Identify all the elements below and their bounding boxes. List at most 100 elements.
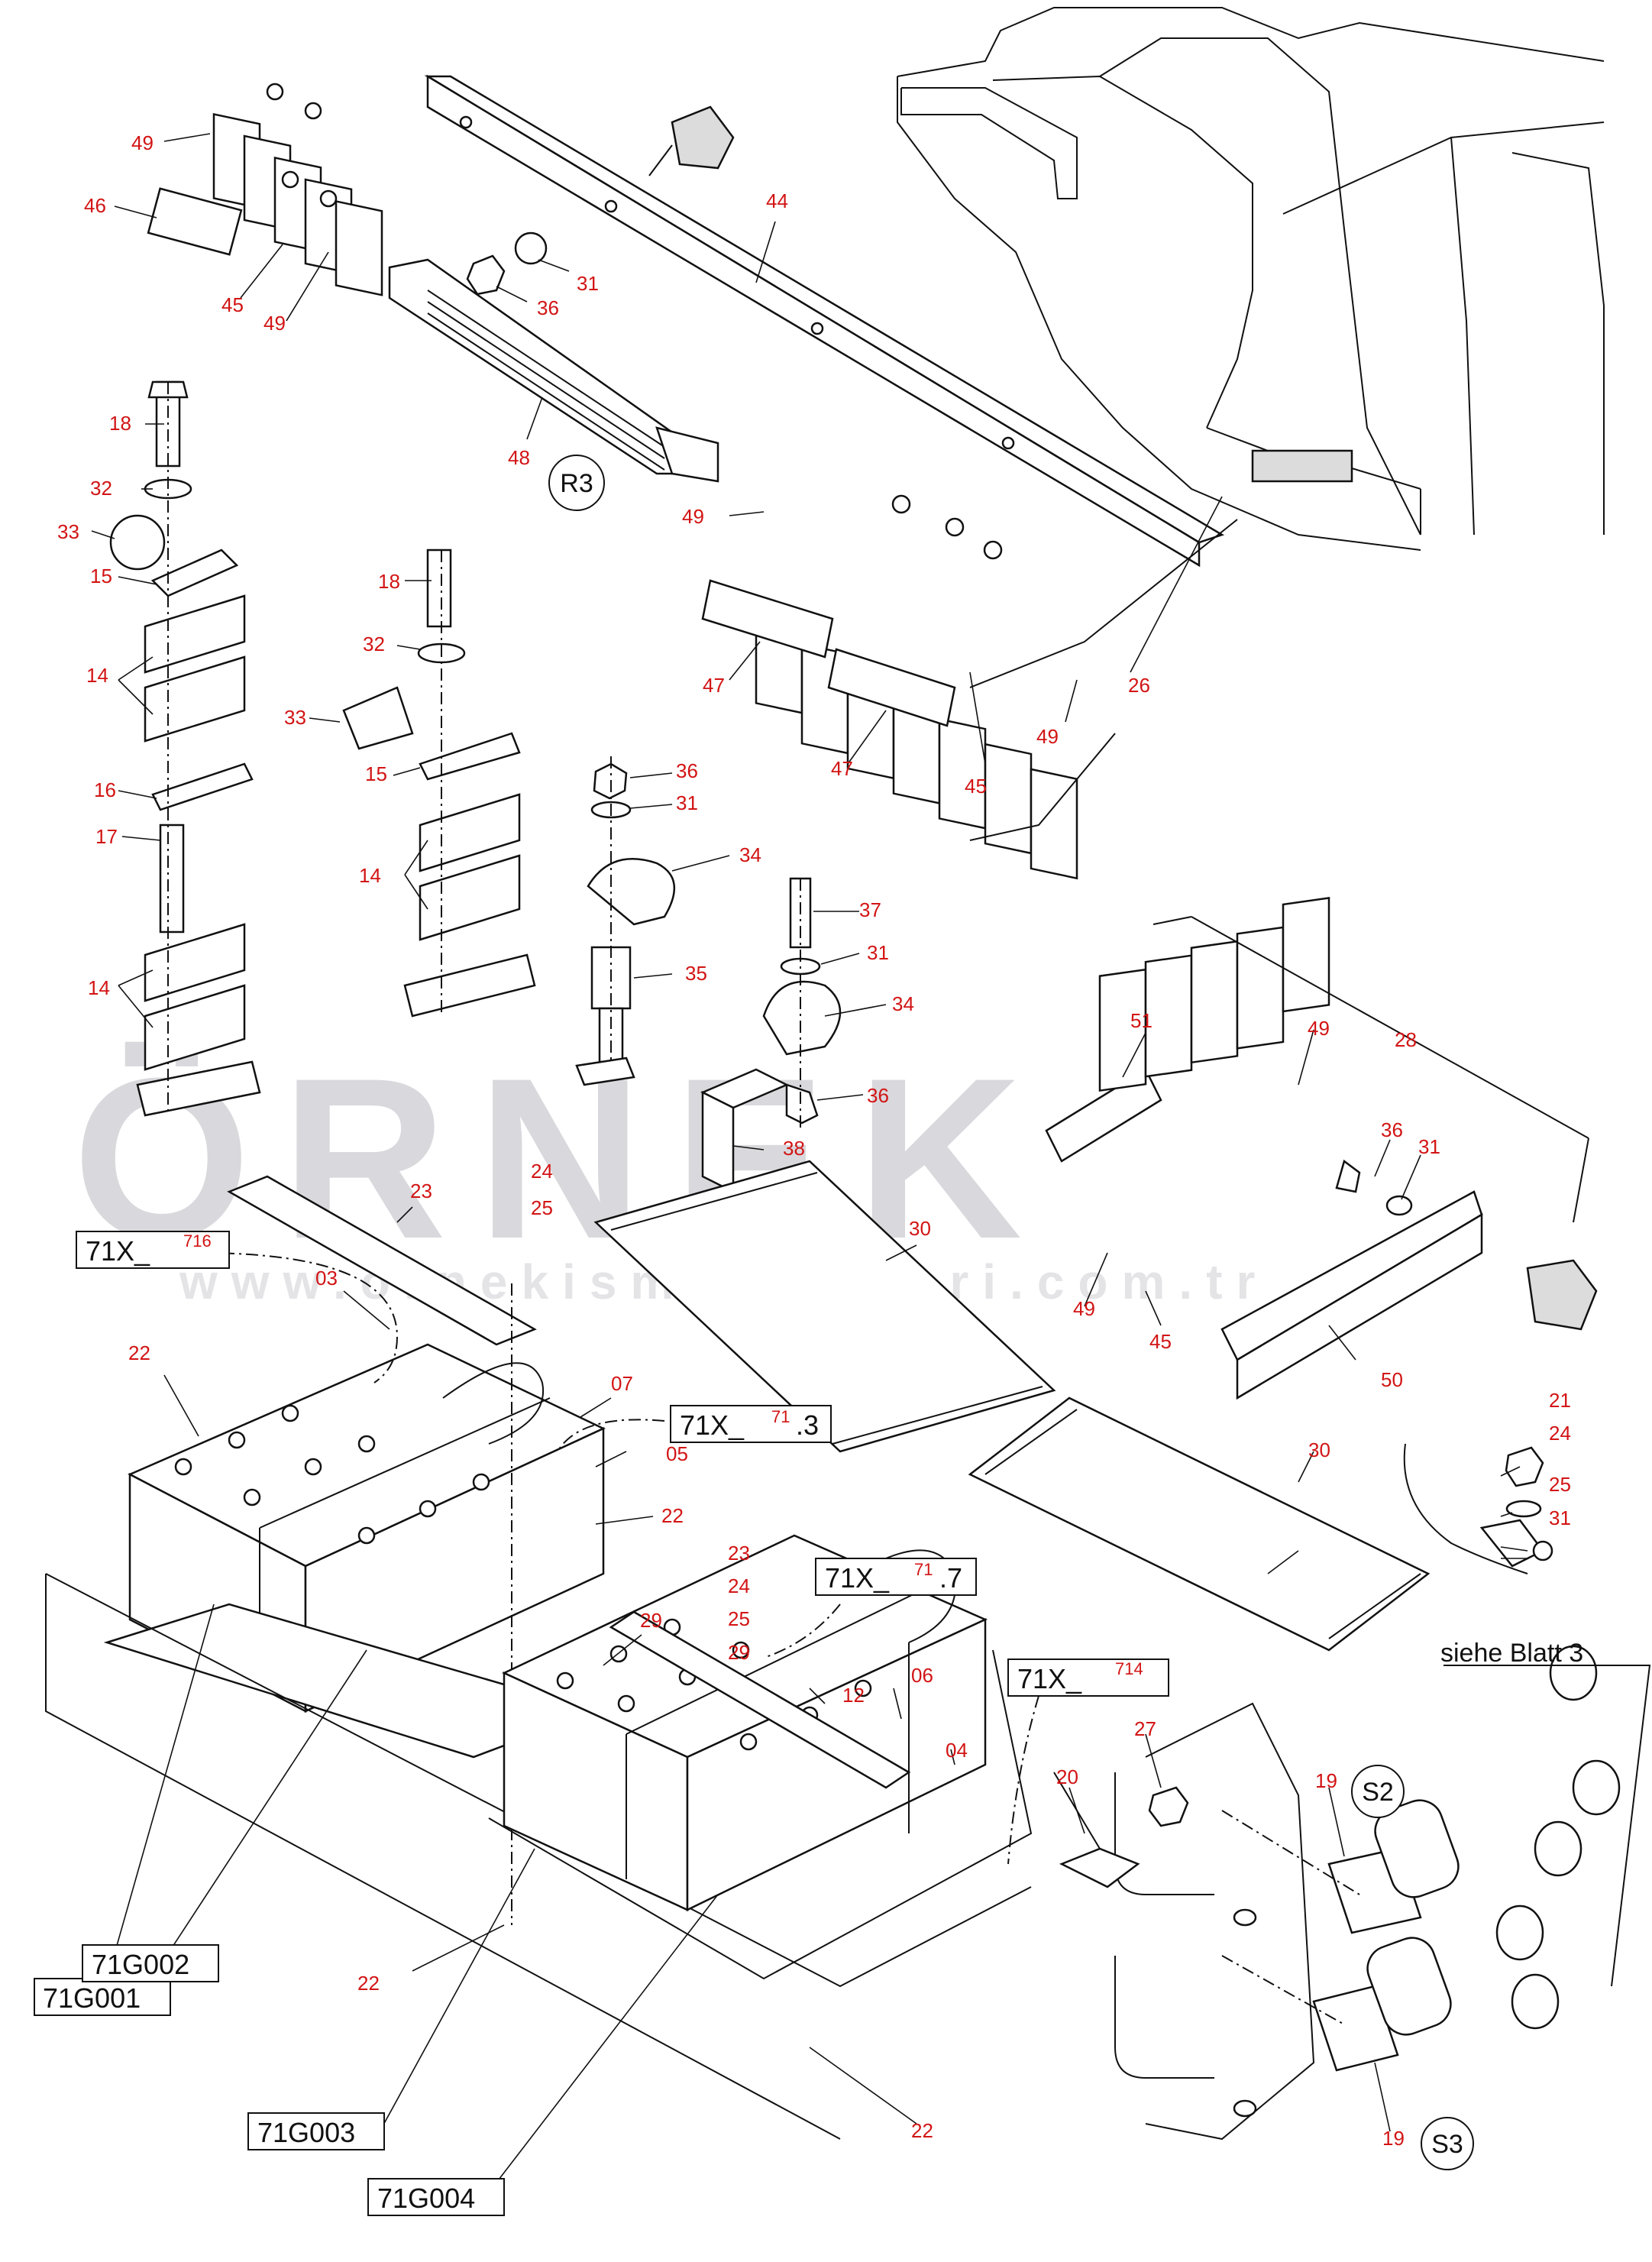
thumb-screw-knob-top: [648, 105, 735, 176]
solenoid-s2: [1327, 1645, 1621, 1934]
callout-19-a: 19: [1315, 1769, 1337, 1792]
callout-48: 48: [508, 446, 530, 469]
callout-44: 44: [766, 189, 788, 212]
box-label-71g004: 71G004: [367, 2178, 505, 2216]
callout-29-b: 29: [728, 1641, 750, 1664]
wire-717: [763, 1603, 841, 1658]
clamp-stack-left: [109, 380, 261, 1117]
callout-45-a: 45: [221, 293, 244, 316]
callout-33-a: 33: [57, 520, 79, 543]
circle-label-s2: S2: [1351, 1765, 1405, 1818]
callout-22-b: 22: [661, 1504, 684, 1527]
callout-46: 46: [84, 194, 106, 217]
wire-714: [1007, 1695, 1039, 1865]
solenoid-mount-plate: [1053, 1702, 1315, 2141]
din-rail-44: [424, 74, 1224, 568]
callout-24-a: 24: [531, 1160, 553, 1183]
box-label-71g001: 71G001: [34, 1978, 171, 2016]
svg-text:71G002: 71G002: [92, 1949, 189, 1980]
callout-25-c: 25: [728, 1607, 750, 1630]
box-label-71x-716: 71X_ 716: [76, 1231, 230, 1269]
callout-36-b: 36: [676, 759, 698, 782]
callout-23-a: 23: [410, 1180, 432, 1202]
svg-text:71X_: 71X_: [1017, 1663, 1082, 1694]
svg-text:714: 714: [1115, 1659, 1143, 1678]
note-siehe-blatt: siehe Blatt 3: [1440, 1639, 1583, 1668]
callout-31-d: 31: [1418, 1135, 1440, 1158]
callout-47-b: 47: [831, 757, 853, 780]
svg-text:716: 716: [183, 1231, 212, 1251]
terminal-block-group-right: [1045, 897, 1598, 1400]
callout-14-a: 14: [86, 664, 108, 687]
box-label-71x-717: 71X_ 71 .7: [815, 1558, 977, 1596]
resistor-bracket-48: [388, 258, 719, 483]
svg-text:71G001: 71G001: [43, 1982, 141, 2014]
jumper-plate-47a: [701, 579, 834, 659]
callout-23-b: 23: [728, 1542, 750, 1565]
box-label-71g002: 71G002: [82, 1944, 219, 1982]
callout-27: 27: [1134, 1717, 1156, 1740]
callout-45-b: 45: [965, 775, 987, 798]
callout-50: 50: [1381, 1368, 1403, 1391]
center-hardware: [575, 756, 842, 1194]
callout-31-e: 31: [1549, 1506, 1571, 1529]
leader-lines: [91, 133, 1528, 2193]
wire-716: [198, 1252, 399, 1383]
svg-text:71G003: 71G003: [257, 2117, 355, 2148]
callout-37: 37: [859, 898, 881, 921]
rubber-mat-30-upper: [593, 1160, 1056, 1453]
callout-06: 06: [911, 1664, 933, 1687]
callout-25-b: 25: [1549, 1473, 1571, 1496]
cab-vent-grille: [1251, 449, 1353, 483]
callout-26: 26: [1128, 674, 1150, 697]
svg-text:S3: S3: [1431, 2130, 1463, 2159]
callout-51: 51: [1130, 1009, 1153, 1032]
callout-49-b: 49: [263, 312, 286, 335]
callout-49-c: 49: [682, 505, 704, 528]
callout-30-b: 30: [1308, 1438, 1330, 1461]
battery-cable-right: [1403, 1443, 1553, 1574]
circle-label-r3: R3: [548, 455, 605, 511]
svg-text:71: 71: [771, 1407, 790, 1426]
callout-05: 05: [666, 1442, 688, 1465]
washer-31-top: [514, 231, 548, 265]
callout-49-d: 49: [1036, 725, 1059, 748]
callout-31-b: 31: [676, 791, 698, 814]
solenoid-s3: [1312, 1904, 1560, 2072]
jumper-plate-47b: [827, 648, 956, 727]
rubber-mat-30-lower: [968, 1396, 1431, 1652]
svg-text:S2: S2: [1362, 1778, 1394, 1807]
callout-49-a: 49: [131, 131, 154, 154]
svg-text:71X_: 71X_: [680, 1409, 745, 1441]
callout-19-b: 19: [1382, 2127, 1405, 2150]
svg-text:R3: R3: [560, 469, 593, 498]
jumper-plate-46: [147, 187, 243, 256]
callout-14-c: 14: [359, 864, 381, 887]
svg-text:.3: .3: [796, 1409, 819, 1441]
callout-16: 16: [94, 778, 116, 801]
box-label-71x-714: 71X_ 714: [1007, 1658, 1169, 1697]
callout-35: 35: [685, 962, 707, 985]
svg-text:.7: .7: [939, 1562, 962, 1594]
callout-36-d: 36: [1381, 1118, 1403, 1141]
box-label-71x-713: 71X_ 71 .3: [670, 1405, 832, 1443]
callout-36-a: 36: [537, 296, 559, 319]
callout-45-c: 45: [1149, 1330, 1172, 1353]
svg-text:71: 71: [914, 1560, 933, 1579]
callout-49-f: 49: [1073, 1297, 1095, 1320]
callout-49-e: 49: [1308, 1017, 1330, 1040]
callout-22-c: 22: [357, 1972, 380, 1995]
nut-36-top: [466, 254, 506, 296]
callout-29-a: 29: [640, 1609, 662, 1632]
callout-20: 20: [1056, 1765, 1078, 1788]
callout-numbers: 49 46 45 49 31 36 44 18 32 33 15 14 16 1…: [57, 131, 1571, 2150]
callout-18-a: 18: [109, 412, 131, 435]
terminal-block-group-top: [212, 83, 383, 296]
siehe-blatt-bracket: [1443, 1665, 1651, 1987]
callout-18-b: 18: [378, 570, 400, 593]
callout-03: 03: [315, 1267, 338, 1290]
callout-34-b: 34: [892, 992, 914, 1015]
callout-15-b: 15: [365, 762, 387, 785]
callout-32-a: 32: [90, 477, 112, 500]
